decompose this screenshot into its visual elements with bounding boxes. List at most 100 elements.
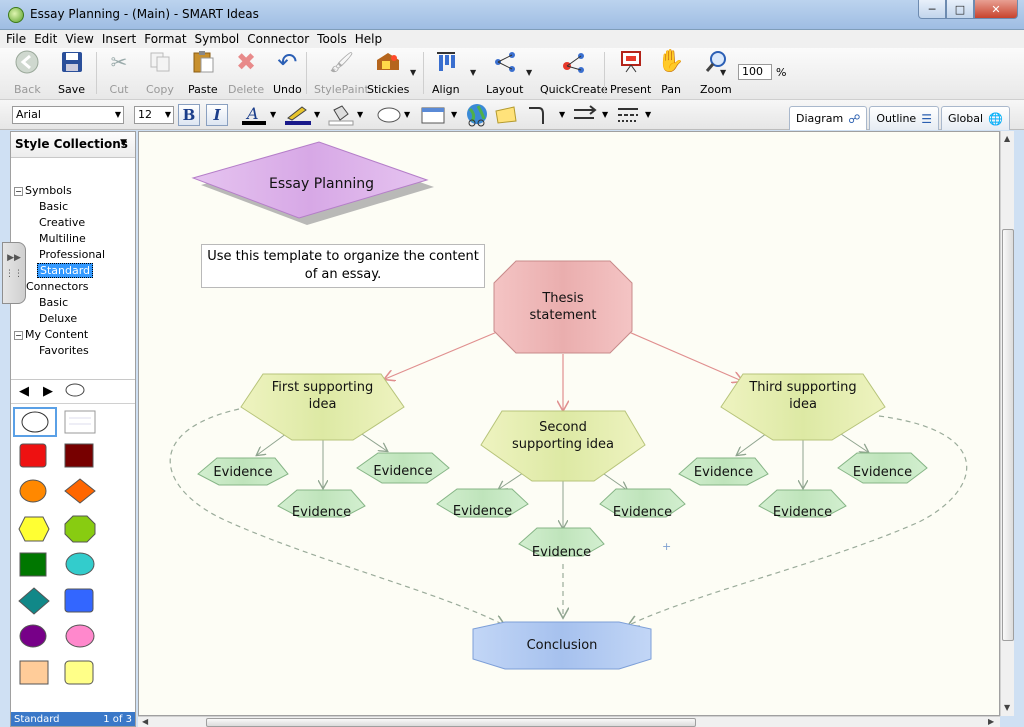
swatch-red-square[interactable] xyxy=(18,443,48,472)
evidence-node-9[interactable] xyxy=(837,452,928,484)
menu-view[interactable]: View xyxy=(65,32,94,46)
connector-style-dropdown[interactable]: ▼ xyxy=(559,110,566,119)
palette-prev-icon[interactable]: ◀ xyxy=(19,384,29,399)
scroll-right-icon[interactable]: ▶ xyxy=(988,717,995,726)
vertical-scrollbar[interactable]: ▲ ▼ xyxy=(1000,131,1014,716)
title-node[interactable] xyxy=(191,141,429,219)
layout-button[interactable]: Layout xyxy=(486,50,523,96)
tab-diagram[interactable]: Diagram☍ xyxy=(789,106,868,130)
font-family-select[interactable]: Arial▼ xyxy=(12,106,124,124)
evidence-node-8[interactable] xyxy=(758,489,847,518)
tree-item-my-content[interactable]: −My Content xyxy=(14,328,89,341)
delete-button[interactable]: ✖ Delete xyxy=(228,48,265,96)
tree-item-symbols[interactable]: −Symbols xyxy=(14,184,72,197)
evidence-node-6[interactable] xyxy=(599,488,686,518)
evidence-node-1[interactable] xyxy=(197,457,289,486)
layout-dropdown[interactable]: ▼ xyxy=(526,68,533,77)
panel-collapse-handle[interactable]: ▶▶ ⋮⋮ xyxy=(2,242,26,304)
menu-connector[interactable]: Connector xyxy=(247,32,310,46)
stickies-button[interactable]: Stickies xyxy=(367,50,409,96)
menu-edit[interactable]: Edit xyxy=(34,32,58,46)
swatch-lightyellow-square[interactable] xyxy=(63,660,95,689)
menu-insert[interactable]: Insert xyxy=(101,32,137,46)
evidence-node-5[interactable] xyxy=(518,527,605,557)
instruction-note[interactable]: Use this template to organize the conten… xyxy=(201,244,485,288)
stickies-dropdown[interactable]: ▼ xyxy=(410,68,417,77)
menu-format[interactable]: Format xyxy=(144,32,187,46)
tree-item-creative[interactable]: Creative xyxy=(39,216,86,229)
tab-global[interactable]: Global🌐 xyxy=(940,106,1010,130)
tree-item-deluxe[interactable]: Deluxe xyxy=(39,312,78,325)
arrow-style-dropdown[interactable]: ▼ xyxy=(602,110,609,119)
swatch-orange-diamond[interactable] xyxy=(63,477,97,508)
line-color-dropdown[interactable]: ▼ xyxy=(314,110,321,119)
swatch-orange-ellipse[interactable] xyxy=(18,479,48,508)
ellipse-shape-icon[interactable] xyxy=(376,104,402,126)
zoom-button[interactable]: Zoom xyxy=(700,50,732,96)
swatch-note[interactable] xyxy=(63,409,97,438)
menu-file[interactable]: File xyxy=(6,32,27,46)
style-collections-header[interactable]: Style Collections▼ xyxy=(11,132,135,158)
swatch-pink-ellipse[interactable] xyxy=(63,624,97,653)
swatch-purple-ellipse[interactable] xyxy=(18,624,48,653)
scroll-down-icon[interactable]: ▼ xyxy=(1004,703,1011,712)
scroll-left-icon[interactable]: ◀ xyxy=(142,717,149,726)
stylepaint-button[interactable]: 🖌 StylePaint xyxy=(314,50,369,96)
undo-button[interactable]: ↶ Undo xyxy=(273,48,302,96)
tab-outline[interactable]: Outline☰ xyxy=(869,106,939,130)
idea3-node[interactable] xyxy=(720,373,886,441)
menu-symbol[interactable]: Symbol xyxy=(194,32,240,46)
style-dropdown[interactable]: ▼ xyxy=(451,110,458,119)
window-shape-icon[interactable] xyxy=(420,104,446,126)
zoom-input[interactable]: 100 xyxy=(738,64,772,80)
copy-button[interactable]: Copy xyxy=(146,50,174,96)
tree-item-connectors[interactable]: Connectors xyxy=(26,280,89,293)
swatch-teal-diamond[interactable] xyxy=(17,586,51,619)
evidence-node-4[interactable] xyxy=(436,488,529,518)
idea2-node[interactable] xyxy=(480,410,646,482)
menu-help[interactable]: Help xyxy=(354,32,383,46)
align-button[interactable]: Align xyxy=(432,50,460,96)
swatch-blue-square[interactable] xyxy=(63,588,95,617)
tree-item-standard[interactable]: Standard xyxy=(37,263,94,278)
thesis-node[interactable] xyxy=(493,260,633,354)
swatch-green-octagon[interactable] xyxy=(63,514,97,547)
swatch-white-ellipse[interactable] xyxy=(13,407,57,437)
horizontal-scrollbar[interactable]: ◀ ▶ xyxy=(138,716,1000,727)
zoom-dropdown[interactable]: ▼ xyxy=(720,68,727,77)
font-color-dropdown[interactable]: ▼ xyxy=(270,110,277,119)
shape-dropdown[interactable]: ▼ xyxy=(404,110,411,119)
tree-item-favorites[interactable]: Favorites xyxy=(39,344,89,357)
font-color-icon[interactable]: A xyxy=(241,104,267,126)
maximize-button[interactable]: □ xyxy=(946,0,974,19)
palette-next-icon[interactable]: ▶ xyxy=(43,384,53,399)
evidence-node-7[interactable] xyxy=(678,457,769,486)
vertical-scroll-thumb[interactable] xyxy=(1002,229,1014,641)
paste-button[interactable]: Paste xyxy=(188,50,218,96)
evidence-node-3[interactable] xyxy=(356,452,450,484)
back-button[interactable]: Back xyxy=(14,50,41,96)
line-dash-dropdown[interactable]: ▼ xyxy=(645,110,652,119)
font-size-select[interactable]: 12▼ xyxy=(134,106,174,124)
swatch-maroon-square[interactable] xyxy=(63,443,95,472)
scroll-up-icon[interactable]: ▲ xyxy=(1004,134,1011,143)
swatch-darkgreen-square[interactable] xyxy=(18,552,48,581)
fill-bucket-icon[interactable] xyxy=(328,104,354,126)
arrow-style-icon[interactable] xyxy=(572,104,598,126)
fill-color-dropdown[interactable]: ▼ xyxy=(357,110,364,119)
evidence-node-2[interactable] xyxy=(277,489,366,518)
globe-link-icon[interactable] xyxy=(464,104,490,127)
align-dropdown[interactable]: ▼ xyxy=(470,68,477,77)
cut-button[interactable]: ✂ Cut xyxy=(106,50,132,96)
close-button[interactable]: ✕ xyxy=(974,0,1018,19)
tree-item-multiline[interactable]: Multiline xyxy=(39,232,86,245)
palette-shape-icon[interactable] xyxy=(65,383,85,401)
conclusion-node[interactable] xyxy=(472,621,652,670)
sticky-note-icon[interactable] xyxy=(494,104,518,126)
quickcreate-button[interactable]: QuickCreate xyxy=(540,50,608,96)
present-button[interactable]: Present xyxy=(610,50,651,96)
diagram-canvas[interactable]: + Essay Planning Use this template to or… xyxy=(138,131,1000,716)
swatch-cyan-ellipse[interactable] xyxy=(63,552,97,581)
horizontal-scroll-thumb[interactable] xyxy=(206,718,696,727)
pan-button[interactable]: ✋ Pan xyxy=(657,49,685,97)
